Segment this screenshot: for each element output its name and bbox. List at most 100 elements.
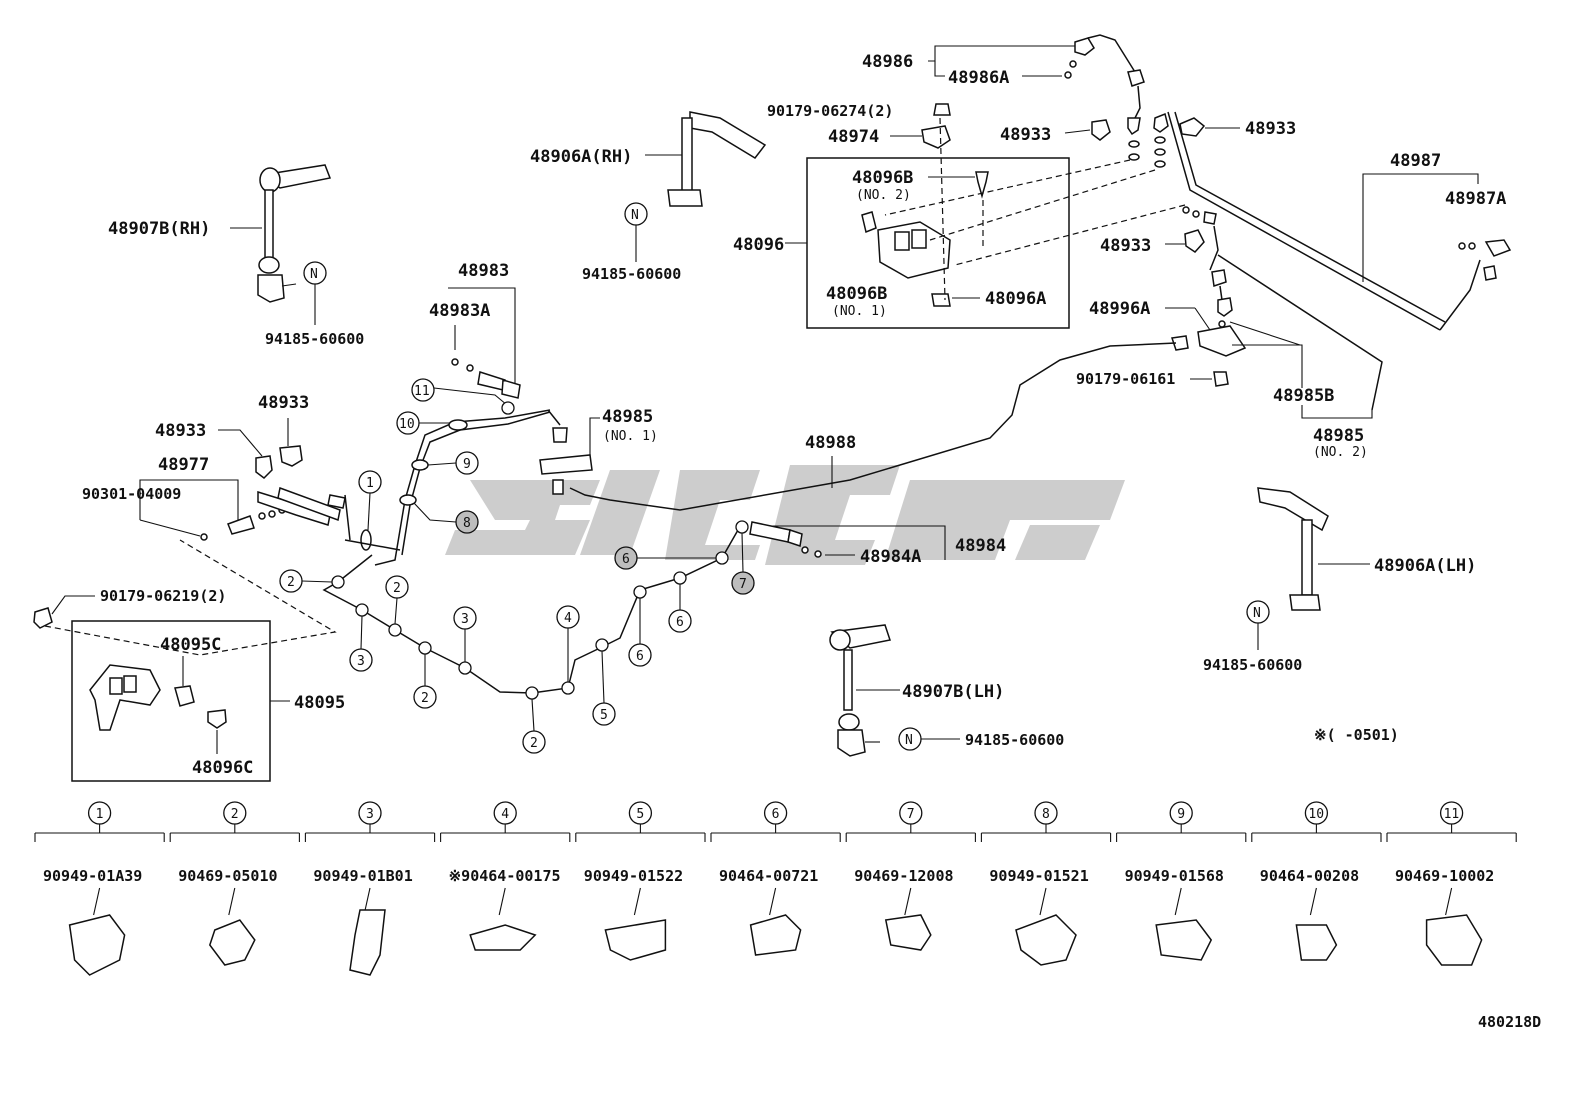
label-94185-lh: 94185-60600: [965, 731, 1064, 749]
legend-number: 11: [1444, 807, 1460, 822]
legend-callout: [1169, 801, 1193, 825]
legend-number: 4: [501, 807, 509, 822]
clip-icon: [1295, 924, 1338, 961]
legend-callout: [763, 801, 788, 825]
label-48985b: 48985B: [1273, 386, 1334, 406]
label-48096b-no2: 48096B: [852, 168, 913, 188]
legend-part-number: 90949-01A39: [43, 867, 142, 885]
label-48985-no2: 48985: [1313, 426, 1364, 446]
legend-callout: [493, 801, 517, 825]
label-48983a: 48983A: [429, 301, 490, 321]
watermark-logo: [445, 465, 1125, 565]
legend-item-4: 4 ※90464-00175: [440, 801, 571, 951]
callout-text: 9: [463, 457, 471, 472]
legend-callout: [628, 801, 653, 825]
label-48096b-no2-sub: (NO. 2): [856, 188, 911, 203]
legend-callout: [1439, 801, 1464, 825]
label-48987: 48987: [1390, 151, 1441, 171]
link-48906a-lh: [1257, 487, 1329, 611]
legend-item-9: 9 90949-01568: [1116, 801, 1247, 961]
callout-text: 7: [739, 577, 747, 592]
label-48096b-no1: 48096B: [826, 284, 887, 304]
label-48906a-lh: 48906A(LH): [1374, 556, 1476, 576]
legend-item-1: 1 90949-01A39: [34, 801, 165, 976]
label-48985-no1-sub: (NO. 1): [603, 429, 658, 444]
clip-icon: [469, 924, 537, 951]
callout-text: 2: [287, 575, 295, 590]
clip-icon: [208, 919, 256, 966]
callout-text: 3: [461, 612, 469, 627]
legend-number: 1: [96, 807, 104, 822]
label-48933-a: 48933: [1000, 125, 1051, 145]
n-mark-text: N: [1253, 606, 1261, 621]
legend-item-2: 2 90469-05010: [169, 801, 300, 966]
callout-text: 11: [414, 384, 430, 399]
label-48984: 48984: [955, 536, 1006, 556]
label-48985-no1: 48985: [602, 407, 653, 427]
label-48095c: 48095C: [160, 635, 221, 655]
callout-text: 6: [676, 615, 684, 630]
legend-part-number: 90469-12008: [854, 867, 953, 885]
label-48983: 48983: [458, 261, 509, 281]
callout-11: [411, 378, 435, 402]
legend-part-number: 90949-01522: [584, 867, 683, 885]
clip-icon: [1425, 914, 1483, 966]
label-48933-e: 48933: [155, 421, 206, 441]
label-48907b-rh: 48907B(RH): [108, 219, 210, 239]
label-48095: 48095: [294, 693, 345, 713]
legend-part-number: 90949-01568: [1125, 867, 1224, 885]
callout-text: 4: [564, 611, 572, 626]
legend-part-number: 90464-00721: [719, 867, 818, 885]
callout-text: 6: [622, 552, 630, 567]
label-48096a: 48096A: [985, 289, 1046, 309]
clip-icon: [1015, 914, 1077, 966]
legend-callout: [223, 801, 247, 825]
label-48933-d: 48933: [258, 393, 309, 413]
callout-text: 8: [463, 516, 471, 531]
link-48906a-rh: [667, 111, 767, 207]
clip-icon: [1155, 919, 1213, 961]
legend-number: 2: [231, 807, 239, 822]
label-94185-rh2: 94185-60600: [582, 265, 681, 283]
label-48906a-rh: 48906A(RH): [530, 147, 632, 167]
n-mark-text: N: [905, 733, 913, 748]
legend-number: 5: [636, 807, 644, 822]
label-48986: 48986: [862, 52, 913, 72]
label-90301-04009: 90301-04009: [82, 485, 181, 503]
label-48986a: 48986A: [948, 68, 1009, 88]
legend-callout: [1034, 801, 1058, 825]
callout-text: 5: [600, 708, 608, 723]
note-text: ※( -0501): [1314, 726, 1399, 744]
label-48907b-lh: 48907B(LH): [902, 682, 1004, 702]
label-48985-no2-sub: (NO. 2): [1313, 445, 1368, 460]
link-48907b-lh: [829, 624, 891, 757]
label-90179-06161: 90179-06161: [1076, 370, 1175, 388]
legend-callout: [899, 801, 923, 825]
label-48933-b: 48933: [1245, 119, 1296, 139]
legend-number: 6: [772, 807, 780, 822]
label-90179-06219: 90179-06219(2): [100, 587, 226, 605]
legend-part-number: ※90464-00175: [449, 867, 561, 885]
label-48096b-no1-sub: (NO. 1): [832, 304, 887, 319]
clip-icon: [68, 914, 126, 976]
clip-icon: [749, 914, 802, 956]
legend-part-number: 90469-05010: [178, 867, 277, 885]
legend-number: 9: [1177, 807, 1185, 822]
label-48933-c: 48933: [1100, 236, 1151, 256]
label-48996a: 48996A: [1089, 299, 1150, 319]
callout-text: 2: [530, 736, 538, 751]
label-48977: 48977: [158, 455, 209, 475]
label-94185-lh2: 94185-60600: [1203, 656, 1302, 674]
label-94185-rh: 94185-60600: [265, 330, 364, 348]
legend-item-6: 6 90464-00721: [710, 801, 841, 956]
callout-text: 2: [421, 691, 429, 706]
clip-icon: [349, 909, 386, 976]
legend-part-number: 90464-00208: [1260, 867, 1359, 885]
callout-text: 3: [357, 654, 365, 669]
